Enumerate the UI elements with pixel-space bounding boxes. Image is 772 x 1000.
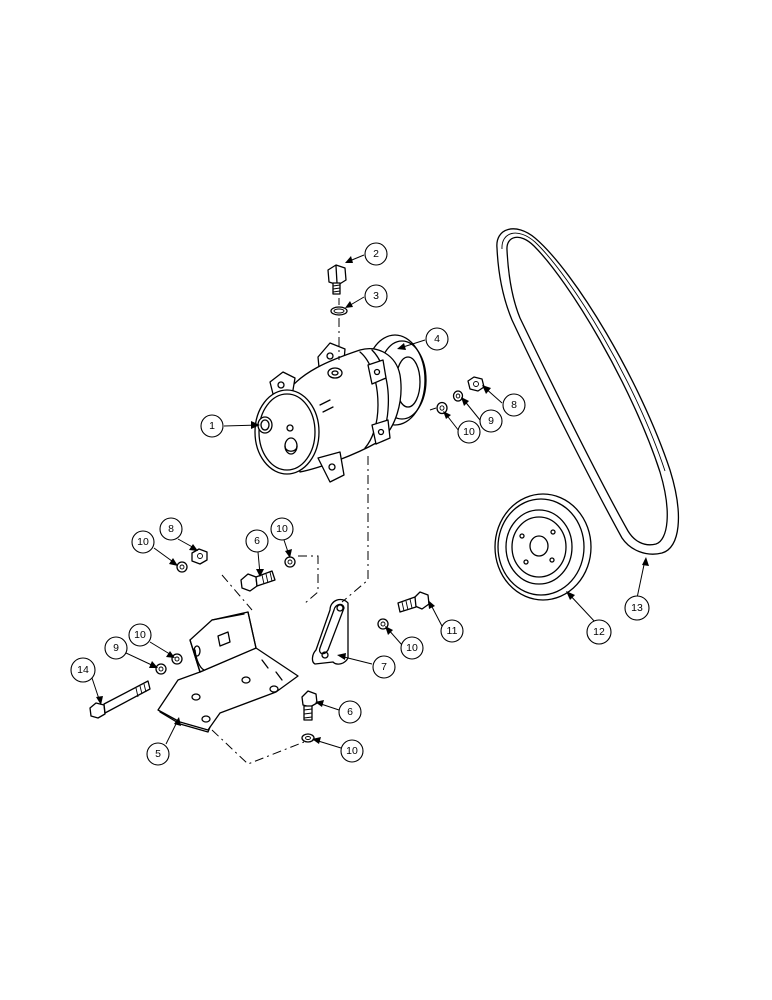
callout-8-right: 8 <box>502 393 526 417</box>
callout-14-label: 14 <box>77 664 89 676</box>
callout-10-strap-label: 10 <box>406 642 418 654</box>
callout-13-label: 13 <box>631 602 643 614</box>
callout-10-lower-label: 10 <box>346 745 358 757</box>
compressor <box>254 334 427 483</box>
top-seal-ring <box>330 306 348 316</box>
callout-9-right-label: 9 <box>488 415 494 427</box>
callout-10-lower: 10 <box>340 739 364 763</box>
left-nut-stack <box>176 548 208 573</box>
right-nut-stack <box>436 376 485 415</box>
callout-6-upper: 6 <box>245 529 269 553</box>
adjusting-strap <box>311 598 349 665</box>
callout-9-right: 9 <box>479 409 503 433</box>
callout-6-lower: 6 <box>338 700 362 724</box>
callout-10-mid: 10 <box>270 517 294 541</box>
callout-8-right-label: 8 <box>511 399 517 411</box>
drive-belt <box>496 228 680 555</box>
callout-3-label: 3 <box>373 290 379 302</box>
callout-11-label: 11 <box>447 625 458 637</box>
callout-8-left: 8 <box>159 517 183 541</box>
callout-1: 1 <box>200 414 224 438</box>
callout-10-strap: 10 <box>400 636 424 660</box>
leader-lines <box>91 254 649 749</box>
callout-1-label: 1 <box>209 420 215 432</box>
mid-bolt <box>240 556 296 592</box>
callout-10-right-label: 10 <box>463 426 475 438</box>
callout-9-bracket-label: 9 <box>113 642 119 654</box>
callout-5: 5 <box>146 742 170 766</box>
alignment-lines <box>211 298 437 765</box>
callout-10-right: 10 <box>457 420 481 444</box>
callout-6-upper-label: 6 <box>254 535 260 547</box>
adjuster-bolt <box>377 591 430 630</box>
callout-11: 11 <box>440 619 464 643</box>
callout-10-bracket-label: 10 <box>134 629 146 641</box>
callout-10-left-label: 10 <box>137 536 149 548</box>
callout-10-left: 10 <box>131 530 155 554</box>
mounting-bracket <box>157 611 299 733</box>
callout-10-bracket: 10 <box>128 623 152 647</box>
callout-14: 14 <box>70 657 96 683</box>
long-bolt <box>89 653 183 719</box>
lower-bolt <box>301 690 318 743</box>
callout-4: 4 <box>425 327 449 351</box>
callout-7: 7 <box>372 655 396 679</box>
pulley <box>494 493 592 601</box>
callout-2: 2 <box>364 242 388 266</box>
callout-2-label: 2 <box>373 248 379 260</box>
callout-9-bracket: 9 <box>104 636 128 660</box>
callout-3: 3 <box>364 284 388 308</box>
callout-13: 13 <box>624 595 650 621</box>
callout-12-label: 12 <box>593 626 605 638</box>
callout-5-label: 5 <box>155 748 161 760</box>
callout-10-mid-label: 10 <box>276 523 288 535</box>
callout-7-label: 7 <box>381 661 387 673</box>
callout-6-lower-label: 6 <box>347 706 353 718</box>
top-bolt <box>327 264 347 295</box>
callout-8-left-label: 8 <box>168 523 174 535</box>
callout-4-label: 4 <box>434 333 440 345</box>
callout-12: 12 <box>586 619 612 645</box>
